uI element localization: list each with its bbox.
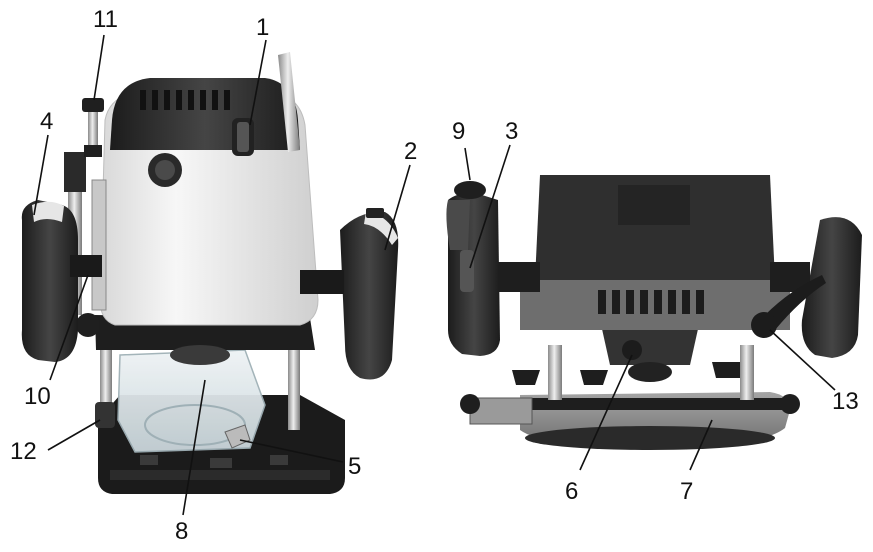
callout-9: 9 [452, 118, 466, 145]
callout-1: 1 [256, 14, 270, 41]
leader-13 [769, 329, 836, 391]
plunge-lock-lever [765, 275, 826, 330]
turret-stop [95, 402, 115, 428]
callout-12: 12 [10, 438, 37, 465]
handle-right-view [801, 217, 862, 358]
motor-housing-right [535, 175, 775, 280]
fine-adjust-screw [88, 100, 98, 155]
depth-lock-knob [76, 313, 100, 337]
callout-3: 3 [505, 118, 519, 145]
leader-7 [689, 419, 713, 471]
callout-7: 7 [680, 478, 694, 505]
callout-5: 5 [348, 453, 362, 480]
handle-left [21, 200, 78, 362]
leader-1 [249, 39, 267, 126]
power-switch [454, 181, 486, 199]
callout-4: 4 [40, 108, 54, 135]
leader-lines [33, 34, 836, 516]
leader-5 [239, 439, 344, 463]
guide-rod [468, 398, 798, 410]
leader-2 [384, 164, 411, 251]
callout-2: 2 [404, 138, 418, 165]
plunge-column-right [288, 345, 300, 430]
router-left-view [21, 52, 399, 494]
callout-6: 6 [565, 478, 579, 505]
leader-9 [464, 147, 471, 181]
router-right-view [446, 175, 862, 450]
callout-10: 10 [24, 383, 51, 410]
leader-3 [469, 144, 511, 269]
callout-8: 8 [175, 518, 189, 545]
leader-4 [33, 134, 49, 216]
leader-12 [47, 419, 101, 451]
depth-adjust-knob [622, 340, 642, 360]
handle-right [340, 211, 399, 380]
leader-10 [49, 274, 89, 381]
leader-8 [182, 379, 206, 516]
motor-top-cap [110, 78, 300, 150]
callout-11: 11 [93, 6, 118, 33]
leader-11 [93, 34, 105, 101]
shield-lock-screw [224, 424, 251, 449]
leader-6 [579, 354, 633, 471]
callout-13: 13 [832, 388, 859, 415]
depth-scale [91, 179, 107, 311]
